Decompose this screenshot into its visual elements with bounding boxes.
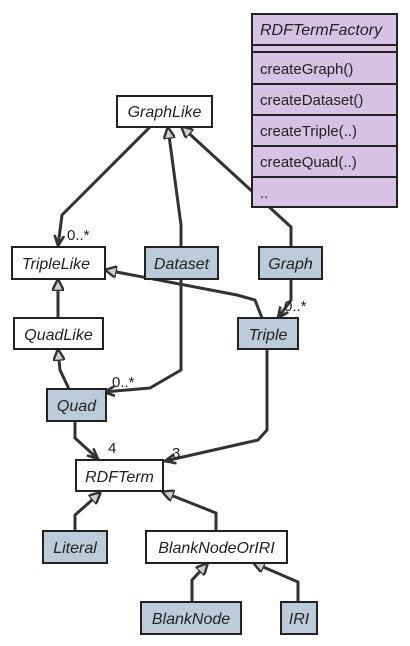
node-triple-label: Triple — [249, 327, 288, 344]
node-iri-label: IRI — [289, 611, 310, 628]
factory-method: .. — [260, 185, 268, 202]
mult-graph-triple: 0..* — [284, 298, 307, 315]
node-quadlike[interactable]: QuadLike — [13, 317, 104, 350]
edge-blanknodeoriri-rdfterm — [163, 492, 218, 533]
edge-blanknode-blanknodeoriri — [190, 564, 207, 604]
factory-method: createTriple(..) — [260, 123, 357, 140]
node-dataset[interactable]: Dataset — [144, 246, 219, 280]
node-rdftermfactory[interactable]: RDFTermFactory createGraph() createDatas… — [251, 13, 398, 208]
node-triple[interactable]: Triple — [237, 317, 299, 350]
edge-graph-triple — [278, 278, 293, 318]
node-literal-label: Literal — [53, 540, 97, 557]
edge-graph-graphlike — [182, 127, 293, 248]
edge-dataset-graphlike — [168, 128, 183, 248]
mult-quad-rdfterm: 4 — [108, 440, 116, 457]
factory-method: createDataset() — [260, 92, 363, 109]
node-quad[interactable]: Quad — [46, 388, 107, 422]
mult-dataset-quad: 0..* — [112, 374, 135, 391]
edge-graphlike-triplelike — [58, 125, 152, 246]
node-blanknodeoriri[interactable]: BlankNodeOrIRI — [145, 530, 288, 564]
edge-dataset-quad — [104, 278, 183, 392]
node-blanknode[interactable]: BlankNode — [140, 601, 242, 635]
node-literal[interactable]: Literal — [42, 530, 108, 564]
factory-method: createQuad(..) — [260, 154, 357, 171]
node-graph[interactable]: Graph — [258, 246, 323, 280]
edge-literal-rdfterm — [73, 493, 100, 533]
factory-method: createGraph() — [260, 61, 353, 78]
edge-triple-triplelike — [106, 270, 264, 320]
mult-triple-rdfterm: 3 — [172, 445, 180, 462]
edge-iri-blanknodeoriri — [254, 563, 300, 604]
node-iri[interactable]: IRI — [280, 601, 318, 635]
node-dataset-label: Dataset — [154, 256, 210, 273]
mult-graphlike-triplelike: 0..* — [67, 227, 90, 244]
node-rdfterm[interactable]: RDFTerm — [75, 459, 164, 492]
edge-triple-rdfterm — [165, 348, 269, 461]
factory-title: RDFTermFactory — [260, 22, 383, 39]
node-blanknode-label: BlankNode — [152, 611, 230, 628]
edge-quad-quadlike — [58, 350, 71, 391]
node-rdfterm-label: RDFTerm — [85, 469, 154, 486]
node-graphlike[interactable]: GraphLike — [116, 95, 213, 128]
node-quad-label: Quad — [57, 398, 97, 415]
node-blanknodeoriri-label: BlankNodeOrIRI — [158, 540, 275, 557]
node-graphlike-label: GraphLike — [128, 104, 202, 121]
node-triplelike[interactable]: TripleLike — [11, 246, 106, 280]
node-graph-label: Graph — [268, 256, 313, 273]
node-quadlike-label: QuadLike — [24, 327, 93, 344]
edge-quad-rdfterm — [73, 420, 98, 459]
node-triplelike-label: TripleLike — [22, 256, 90, 273]
